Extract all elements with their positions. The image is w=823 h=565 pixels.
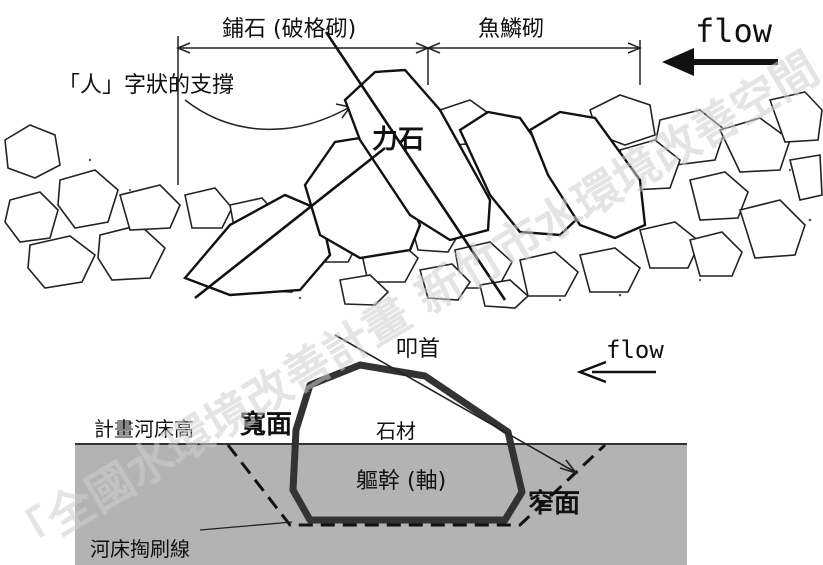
- label-wide-face: 寬面: [240, 409, 292, 440]
- scour-leader: [199, 521, 293, 531]
- flow-arrow-top-icon: [662, 48, 778, 76]
- label-fish-scale: 魚鱗砌: [478, 17, 544, 42]
- label-paving-stones: 鋪石 (破格砌): [222, 17, 356, 42]
- label-stone-material: 石材: [376, 419, 416, 443]
- herringbone-lines: [194, 31, 507, 301]
- label-head: 叩首: [396, 337, 440, 362]
- label-scour-line: 河床掏刷線: [90, 537, 190, 561]
- bottom-section: flow 叩首 計畫河床高 寬面 石材 軀幹 (軸) 窄面 河床掏刷線: [75, 334, 687, 565]
- label-design-riverbed: 計畫河床高: [94, 417, 194, 441]
- label-herringbone-support: 「人」字狀的支撐: [58, 73, 234, 98]
- label-flow-top: flow: [695, 12, 773, 50]
- support-pointer-arrow: [184, 99, 352, 131]
- flow-arrow-bottom-icon: [576, 360, 656, 384]
- label-flow-bottom: flow: [606, 336, 664, 364]
- stone-outline: [289, 361, 526, 524]
- label-force-stone: 力石: [372, 125, 424, 155]
- label-narrow-face: 窄面: [528, 488, 580, 519]
- dimension-bracket: [176, 36, 642, 185]
- top-section: 鋪石 (破格砌) 魚鱗砌 flow 「人」字狀的支撐: [4, 12, 823, 309]
- scour-dashed-line: [226, 443, 607, 527]
- label-body-axis: 軀幹 (軸): [356, 469, 446, 494]
- head-pointer-arrow: [334, 334, 579, 475]
